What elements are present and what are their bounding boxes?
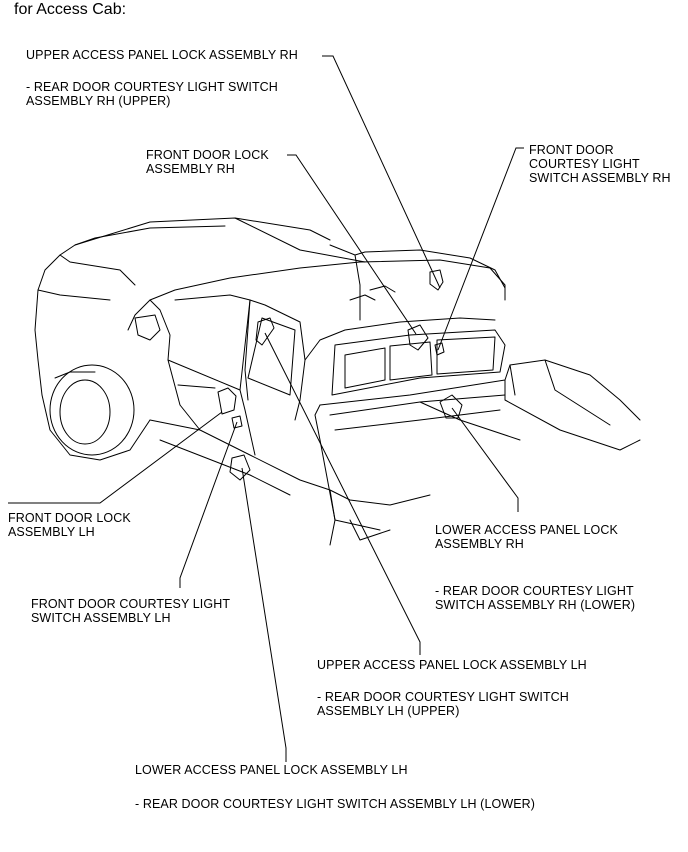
leader-lower-lh [241, 467, 287, 762]
section-header: for Access Cab: [14, 1, 127, 18]
note-rear-door-courtesy-lh-upper: - REAR DOOR COURTESY LIGHT SWITCH ASSEMB… [317, 690, 569, 718]
label-upper-access-panel-lock-rh: UPPER ACCESS PANEL LOCK ASSEMBLY RH [26, 48, 298, 62]
label-front-door-lock-rh: FRONT DOOR LOCK ASSEMBLY RH [146, 148, 269, 176]
label-front-door-courtesy-lh: FRONT DOOR COURTESY LIGHT SWITCH ASSEMBL… [31, 597, 231, 625]
leader-upper-lh [264, 332, 421, 655]
label-front-door-lock-lh: FRONT DOOR LOCK ASSEMBLY LH [8, 511, 131, 539]
note-rear-door-courtesy-rh-lower: - REAR DOOR COURTESY LIGHT SWITCH ASSEMB… [435, 584, 636, 612]
leader-lines [8, 55, 524, 762]
leader-lower-rh [451, 407, 519, 512]
leader-upper-rh [322, 55, 441, 289]
leader-front-courtesy-rh [437, 147, 524, 351]
label-front-door-courtesy-rh: FRONT DOOR COURTESY LIGHT SWITCH ASSEMBL… [529, 143, 671, 185]
label-lower-access-panel-lock-rh: LOWER ACCESS PANEL LOCK ASSEMBLY RH [435, 523, 618, 551]
leader-front-courtesy-lh [179, 421, 238, 588]
note-rear-door-courtesy-rh-upper: - REAR DOOR COURTESY LIGHT SWITCH ASSEMB… [26, 80, 278, 108]
label-upper-access-panel-lock-lh: UPPER ACCESS PANEL LOCK ASSEMBLY LH [317, 658, 587, 672]
leader-front-lock-lh [8, 411, 223, 504]
note-rear-door-courtesy-lh-lower: - REAR DOOR COURTESY LIGHT SWITCH ASSEMB… [135, 797, 536, 811]
truck-body [34, 217, 641, 546]
leader-front-lock-rh [287, 154, 417, 335]
label-lower-access-panel-lock-lh: LOWER ACCESS PANEL LOCK ASSEMBLY LH [135, 763, 408, 777]
